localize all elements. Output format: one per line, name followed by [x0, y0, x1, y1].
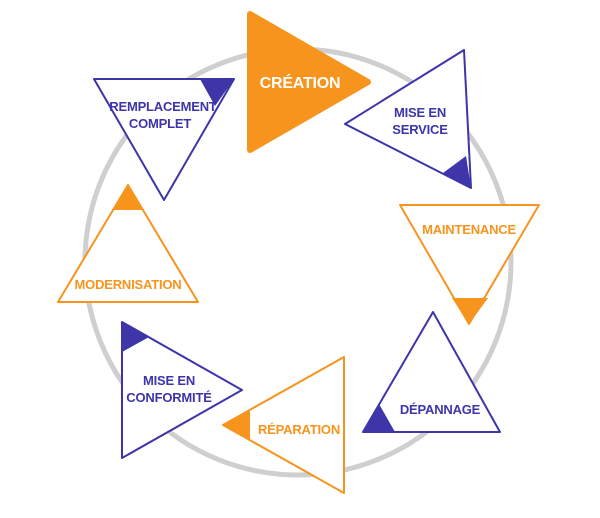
- step-mise-en-service-label-1: MISE EN: [394, 105, 446, 120]
- step-depannage-shape: [362, 311, 501, 433]
- step-creation-label: CRÉATION: [260, 73, 341, 92]
- step-mise-en-conformite-accent: [122, 322, 149, 352]
- step-modernisation-label: MODERNISATION: [75, 277, 182, 292]
- step-reparation-shape: [222, 356, 345, 494]
- step-mise-en-conformite: MISE EN CONFORMITÉ: [121, 321, 243, 459]
- step-remplacement-complet-label-1: REMPLACEMENT: [109, 99, 217, 114]
- step-reparation: RÉPARATION: [222, 356, 345, 494]
- step-maintenance-shape: [399, 204, 540, 325]
- step-maintenance-label: MAINTENANCE: [422, 222, 516, 237]
- step-remplacement-complet: REMPLACEMENT COMPLET: [93, 78, 235, 201]
- step-mise-en-conformite-label-1: MISE EN: [143, 373, 195, 388]
- step-modernisation-accent: [113, 185, 143, 210]
- step-reparation-accent: [223, 410, 250, 440]
- step-remplacement-complet-shape: [93, 78, 235, 201]
- step-depannage-label: DÉPANNAGE: [400, 402, 481, 417]
- step-depannage: DÉPANNAGE: [362, 311, 501, 433]
- step-mise-en-service: MISE EN SERVICE: [344, 49, 472, 189]
- step-remplacement-complet-label-2: COMPLET: [129, 116, 191, 131]
- step-remplacement-complet-accent: [200, 79, 234, 106]
- step-creation-shape: [247, 11, 371, 153]
- step-modernisation-shape: [57, 184, 199, 303]
- step-mise-en-service-shape: [344, 49, 472, 189]
- step-mise-en-conformite-shape: [121, 321, 243, 459]
- step-maintenance-accent: [452, 298, 488, 324]
- step-mise-en-service-label-2: SERVICE: [392, 122, 448, 137]
- step-creation: CRÉATION: [247, 11, 371, 153]
- step-reparation-label: RÉPARATION: [258, 422, 340, 437]
- step-mise-en-conformite-label-2: CONFORMITÉ: [126, 390, 212, 405]
- step-modernisation: MODERNISATION: [57, 184, 199, 303]
- step-depannage-accent: [363, 404, 395, 432]
- step-maintenance: MAINTENANCE: [399, 204, 540, 325]
- step-mise-en-service-accent: [443, 156, 471, 188]
